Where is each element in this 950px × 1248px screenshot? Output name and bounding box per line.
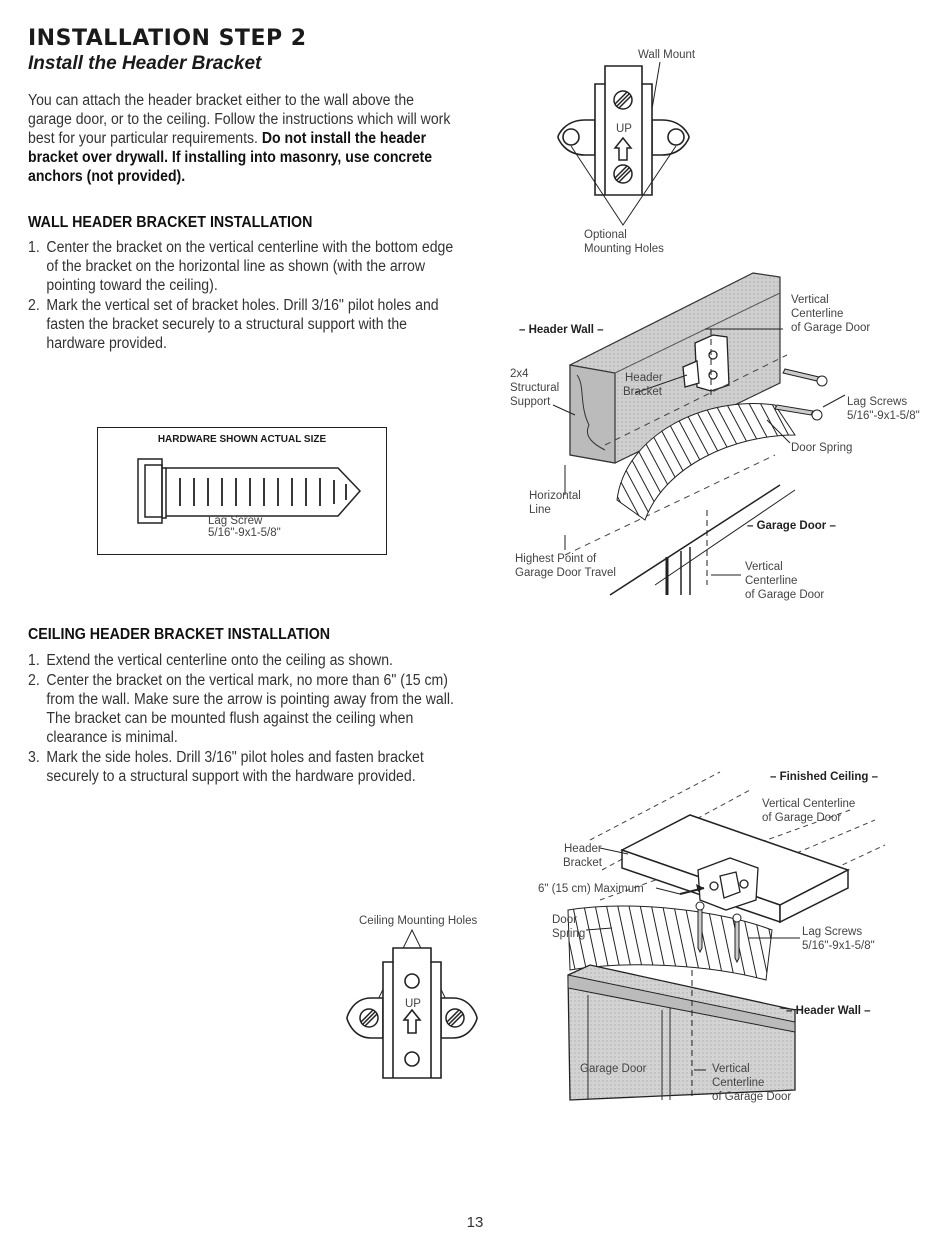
page-title: INSTALLATION STEP 2 [28, 26, 307, 51]
vertical-centerline-label-1: Vertical Centerline [762, 798, 855, 810]
wall-mount-label: Wall Mount [638, 49, 696, 61]
vertical-centerline-label-3: of Garage Door [791, 322, 870, 334]
maximum-label: 6" (15 cm) Maximum [538, 883, 644, 895]
horizontal-line-label-2: Line [529, 504, 551, 516]
list-item: 1.Center the bracket on the vertical cen… [28, 239, 454, 294]
lag-screws-label-1: Lag Screws [847, 396, 907, 408]
header-wall-label: – Header Wall – [519, 324, 604, 336]
vertical-centerline-2-label-2: Centerline [712, 1077, 764, 1089]
vertical-centerline-label-2: of Garage Door [762, 812, 841, 824]
list-item: 1.Extend the vertical centerline onto th… [28, 652, 393, 669]
lag-screws-label-2: 5/16"-9x1-5/8" [847, 410, 920, 422]
optional-label: Optional [584, 229, 627, 241]
hardware-box: HARDWARE SHOWN ACTUAL SIZE Lag Screw 5/1… [97, 427, 387, 555]
garage-door-label: Garage Door [580, 1063, 647, 1075]
vertical-centerline-2-label-3: of Garage Door [712, 1091, 791, 1103]
header-wall-label: – Header Wall – [786, 1005, 871, 1017]
intro-paragraph: You can attach the header bracket either… [28, 91, 451, 186]
highest-point-label-2: Garage Door Travel [515, 567, 616, 579]
ceiling-bracket-figure: Ceiling Mounting Holes UP [346, 915, 478, 1079]
mounting-holes-label: Mounting Holes [584, 243, 664, 255]
door-spring-label-1: Door [552, 914, 577, 926]
vertical-centerline-2-label-1: Vertical [712, 1063, 750, 1075]
header-bracket-label-1: Header [625, 372, 663, 384]
page-number: 13 [466, 1214, 484, 1231]
step-text: Center the bracket on the vertical mark,… [46, 672, 454, 746]
ceiling-steps: 1.Extend the vertical centerline onto th… [28, 651, 468, 787]
ceiling-section-heading: CEILING HEADER BRACKET INSTALLATION [28, 626, 331, 643]
structural-label-2: Structural [510, 382, 559, 394]
vertical-centerline-label-1: Vertical [791, 294, 829, 306]
structural-label-3: Support [510, 396, 551, 408]
step-text: Mark the side holes. Drill 3/16" pilot h… [46, 749, 424, 785]
hardware-box-title: HARDWARE SHOWN ACTUAL SIZE [157, 434, 327, 445]
finished-ceiling-label: – Finished Ceiling – [770, 771, 879, 783]
ceiling-bracket-up-text: UP [405, 998, 421, 1010]
wall-mount-bracket-figure: Wall Mount UP Optional Mounting Holes [557, 49, 696, 255]
page-subtitle: Install the Header Bracket [28, 53, 262, 74]
bracket-up-text: UP [616, 123, 632, 135]
header-bracket-label-2: Bracket [623, 386, 663, 398]
header-bracket-label-2: Bracket [563, 857, 603, 869]
step-text: Center the bracket on the vertical cente… [46, 239, 454, 294]
intro-text: You can attach the header bracket either… [28, 92, 451, 147]
horizontal-line-label-1: Horizontal [529, 490, 581, 502]
hardware-part-name: Lag Screw [208, 515, 263, 527]
lag-screw-icon: Lag Screw 5/16"-9x1-5/8" [137, 458, 362, 539]
door-spring-label: Door Spring [791, 442, 852, 454]
vertical-centerline-2-label-3: of Garage Door [745, 589, 824, 601]
wall-section-heading: WALL HEADER BRACKET INSTALLATION [28, 214, 313, 231]
list-item: 3.Mark the side holes. Drill 3/16" pilot… [28, 749, 424, 785]
intro-warning: Do not install the header bracket over d… [28, 130, 433, 185]
vertical-centerline-2-label-1: Vertical [745, 561, 783, 573]
hardware-part-size: 5/16"-9x1-5/8" [208, 527, 281, 539]
ceiling-mounting-holes-label: Ceiling Mounting Holes [359, 915, 478, 927]
door-spring-label-2: Spring [552, 928, 585, 940]
list-item: 2.Center the bracket on the vertical mar… [28, 672, 454, 746]
ceiling-install-figure: – Finished Ceiling – Vertical Centerline… [538, 771, 886, 1103]
header-bracket-label-1: Header [564, 843, 602, 855]
structural-label-1: 2x4 [510, 368, 529, 380]
highest-point-label-1: Highest Point of [515, 553, 597, 565]
wall-steps: 1.Center the bracket on the vertical cen… [28, 238, 468, 354]
wall-install-figure: – Header Wall – Vertical Centerline of G… [510, 272, 920, 601]
vertical-centerline-2-label-2: Centerline [745, 575, 797, 587]
list-item: 2.Mark the vertical set of bracket holes… [28, 297, 439, 352]
lag-screws-label-2: 5/16"-9x1-5/8" [802, 940, 875, 952]
garage-door-label: – Garage Door – [747, 520, 836, 532]
step-text: Mark the vertical set of bracket holes. … [46, 297, 439, 352]
step-text: Extend the vertical centerline onto the … [46, 652, 393, 669]
vertical-centerline-label-2: Centerline [791, 308, 843, 320]
lag-screws-label-1: Lag Screws [802, 926, 862, 938]
